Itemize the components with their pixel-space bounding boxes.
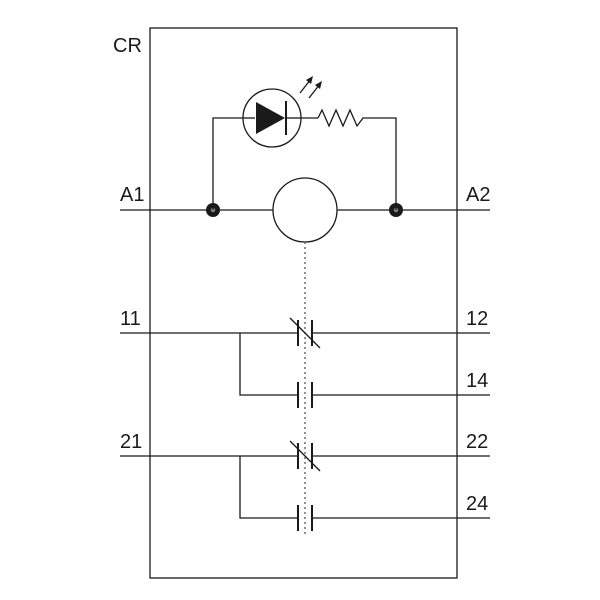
led-branch-wire-right: [366, 117, 397, 210]
led-icon: [242, 76, 322, 148]
normally-open-contact-icon: [297, 382, 313, 408]
led-branch-wire-left: [212, 117, 243, 210]
normally-closed-contact-icon: [289, 440, 321, 472]
normally-closed-contact-icon: [289, 317, 321, 349]
normally-open-contact-icon: [297, 505, 313, 531]
device-label: CR: [113, 35, 142, 57]
terminal-22-label: 22: [466, 431, 488, 453]
relay-housing: [149, 27, 458, 579]
terminal-12-label: 12: [466, 308, 488, 330]
terminal-21-label: 21: [120, 431, 142, 453]
terminal-14-label: 14: [466, 370, 488, 392]
terminal-a2-label: A2: [466, 184, 490, 206]
terminal-a1-label: A1: [120, 184, 144, 206]
terminal-11-label: 11: [120, 308, 141, 330]
resistor-icon: [317, 108, 366, 128]
terminal-24-label: 24: [466, 493, 488, 515]
relay-coil-icon: [272, 177, 338, 243]
contact1-branch-wire: [239, 333, 298, 396]
contact2-branch-wire: [239, 456, 298, 519]
